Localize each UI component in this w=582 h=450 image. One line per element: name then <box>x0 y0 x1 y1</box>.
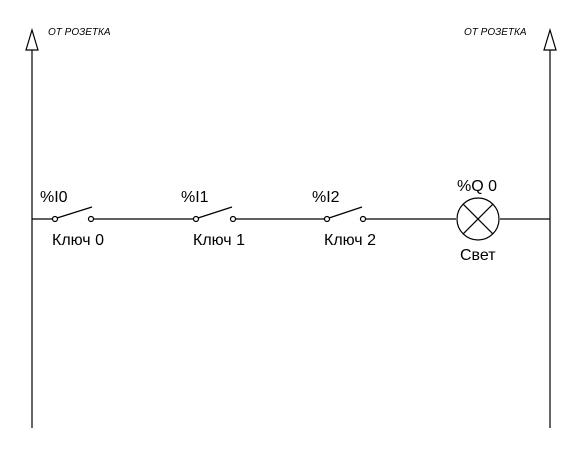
switch-name: Ключ 0 <box>52 232 104 249</box>
switch-contact-icon <box>229 215 237 223</box>
switch-contact-icon <box>87 215 95 223</box>
switch-blade-icon <box>197 206 233 219</box>
switch-address: %I0 <box>40 189 68 206</box>
lamp-name: Свет <box>460 247 496 264</box>
left-supply-label: ОТ РОЗЕТКА <box>48 27 111 38</box>
left-rail-arrow-icon <box>25 27 39 51</box>
right-power-rail: ОТ РОЗЕТКА <box>464 27 557 428</box>
right-rail-arrow-icon <box>543 27 557 51</box>
switch-name: Ключ 2 <box>324 232 376 249</box>
switch-2: %I2 Ключ 2 <box>312 189 376 249</box>
switch-contact-icon <box>359 215 367 223</box>
switch-0: %I0 Ключ 0 <box>40 189 104 249</box>
switch-blade-icon <box>328 206 363 219</box>
switch-name: Ключ 1 <box>193 232 245 249</box>
switch-contact-icon <box>51 215 59 223</box>
switch-contact-icon <box>192 215 200 223</box>
switch-blade-icon <box>56 206 93 219</box>
switch-contact-icon <box>323 215 331 223</box>
left-power-rail: ОТ РОЗЕТКА <box>25 27 111 428</box>
switch-address: %I2 <box>312 189 340 206</box>
lamp-address: %Q 0 <box>457 178 497 195</box>
right-supply-label: ОТ РОЗЕТКА <box>464 27 527 38</box>
lamp: %Q 0 Свет <box>456 178 500 264</box>
switch-1: %I1 Ключ 1 <box>181 189 245 249</box>
switch-address: %I1 <box>181 189 209 206</box>
